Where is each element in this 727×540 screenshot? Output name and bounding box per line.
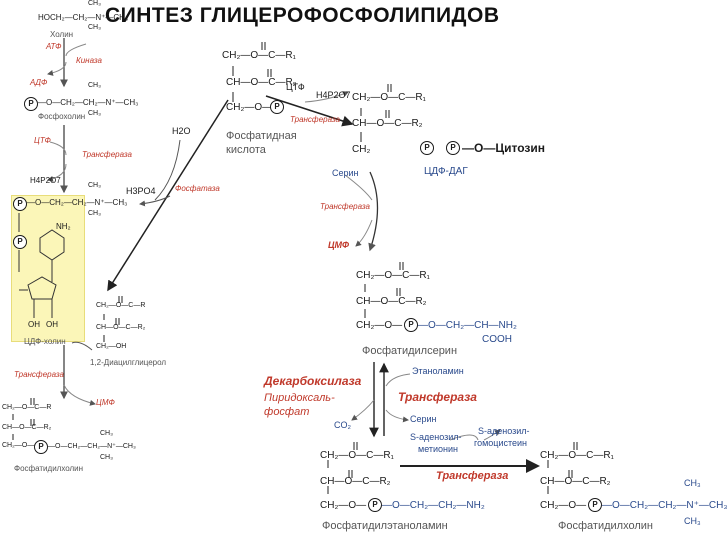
choline-ch3-top: CH₃ xyxy=(88,0,101,7)
phosphate-icon: P xyxy=(404,318,418,332)
serine-bottom: Серин xyxy=(410,414,437,424)
choline-formula: HOCH₂—CH₂—N⁺—CH₃ xyxy=(38,13,129,22)
dag-label: 1,2-Диацилглицерол xyxy=(90,358,167,367)
cdp-r2: CH—O—C—R₂ xyxy=(352,118,423,129)
pyridoxal-label-2: фосфат xyxy=(264,406,310,418)
pa-r1: CH₂—O—C—R₁ xyxy=(222,50,296,61)
pe-label: Фосфатидилэтаноламин xyxy=(322,520,448,532)
dag-r2: CH—O—C—R₂ xyxy=(96,324,146,331)
h2o-label: H2O xyxy=(172,126,191,136)
cdp-choline-highlight xyxy=(11,195,85,342)
pc-r2: CH—O—C—R₂ xyxy=(540,476,611,487)
ps-tail: —O—CH₂—CH—NH₂ xyxy=(418,320,517,331)
pe-r1: CH₂—O—C—R₁ xyxy=(320,450,394,461)
ps-label: Фосфатидилсерин xyxy=(362,345,458,357)
pc-left-r2: CH—O—C—R₂ xyxy=(2,424,52,431)
pc-ch3-top: CH₃ xyxy=(684,478,701,488)
cytosine-label: —O—Цитозин xyxy=(462,141,545,155)
atp-label: АТФ xyxy=(46,42,62,51)
cdp-choline-ch3-top: CH₃ xyxy=(88,182,101,189)
transferase-ps: Трансфераза xyxy=(320,202,370,211)
ps-p: CH₂—O— xyxy=(356,320,403,331)
phosphate-icon: P xyxy=(420,141,434,155)
cmp-right: ЦМФ xyxy=(328,240,350,250)
transferase-cdp: Трансфераза xyxy=(290,115,340,124)
cdp-choline-ch3-bottom: CH₃ xyxy=(88,210,101,217)
kinase-label: Киназа xyxy=(76,56,102,65)
phosphate-icon: P xyxy=(588,498,602,512)
pc-left-r1: CH₂—O—C—R xyxy=(2,404,52,411)
phosphate-icon: P xyxy=(24,97,38,111)
pa-label-1: Фосфатидная xyxy=(226,130,297,142)
serine-top: Серин xyxy=(332,168,359,178)
transferase-left-2: Трансфераза xyxy=(14,370,64,379)
pa-ctp: ЦТФ xyxy=(286,82,305,92)
dag-r: CH₂—O—C—R xyxy=(96,302,146,309)
pyridoxal-label-1: Пиридоксаль- xyxy=(264,392,335,404)
phosphocholine-ch3-bottom: CH₃ xyxy=(88,110,101,117)
pe-r2: CH—O—C—R₂ xyxy=(320,476,391,487)
phosphate-icon: P xyxy=(13,197,27,211)
phosphate-icon: P xyxy=(368,498,382,512)
pc-p: CH₂—O— xyxy=(540,500,587,511)
pc-left-tail: —O—CH₂—CH₂—N⁺—CH₃ xyxy=(48,443,136,450)
pc-left-p: CH₂—O— xyxy=(2,442,35,449)
ctp-left-label: ЦТФ xyxy=(34,136,51,145)
sah-label-1: S-аденозил- xyxy=(478,426,530,436)
pc-left-ch3-top: CH₃ xyxy=(100,430,113,437)
phosphate-icon: P xyxy=(446,141,460,155)
pc-r1: CH₂—O—C—R₁ xyxy=(540,450,614,461)
ribose-oh-2: OH xyxy=(46,320,58,329)
cmp-left-label: ЦМФ xyxy=(96,398,115,407)
ethanolamine-label: Этаноламин xyxy=(412,366,464,376)
cdp-choline-label: ЦДФ-холин xyxy=(24,337,66,346)
pc-ch3-bottom: CH₃ xyxy=(684,516,701,526)
sah-label-2: гомоцистеин xyxy=(474,438,527,448)
phosphocholine-ch3-top: CH₃ xyxy=(88,82,101,89)
ps-r1: CH₂—O—C—R₁ xyxy=(356,270,430,281)
phosphatase-label: Фосфатаза xyxy=(175,184,220,193)
sam-label-2: метионин xyxy=(418,444,459,454)
transferase-pe-ps: Трансфераза xyxy=(398,390,477,404)
pa-p: CH₂—O— xyxy=(226,102,273,113)
cdp-r1: CH₂—O—C—R₁ xyxy=(352,92,426,103)
cytosine-nh2: NH₂ xyxy=(56,222,71,231)
h4p2o7-right: H4P2O7 xyxy=(316,90,351,100)
phosphate-icon: P xyxy=(270,100,284,114)
cdp-dag-label: ЦДФ-ДАГ xyxy=(424,166,468,177)
h4p2o7-left: H4P2O7 xyxy=(30,176,61,185)
choline-label: Холин xyxy=(50,30,74,39)
ribose-oh-1: OH xyxy=(28,320,40,329)
pc-tail: —O—CH₂—CH₂—N⁺—CH₃ xyxy=(602,500,727,511)
pe-p: CH₂—O— xyxy=(320,500,367,511)
page-title: СИНТЕЗ ГЛИЦЕРОФОСФОЛИПИДОВ xyxy=(105,4,500,27)
sam-label-1: S-аденозил- xyxy=(410,432,462,442)
pe-tail: —O—CH₂—CH₂—NH₂ xyxy=(382,500,485,511)
phosphate-icon: P xyxy=(34,440,48,454)
cdp-choline-formula: —O—CH₂—CH₂—N⁺—CH₃ xyxy=(27,198,128,207)
adp-label: АДФ xyxy=(30,78,48,87)
co2-label: CO₂ xyxy=(334,420,351,430)
phosphocholine-formula: —O—CH₂—CH₂—N⁺—CH₃ xyxy=(38,98,139,107)
phosphatidylcholine-left-label: Фосфатидилхолин xyxy=(14,464,84,473)
ps-r2: CH—O—C—R₂ xyxy=(356,296,427,307)
choline-ch3-bottom: CH₃ xyxy=(88,24,101,31)
h3po4-label: H3PO4 xyxy=(126,186,156,196)
transferase-left-1: Трансфераза xyxy=(82,150,132,159)
phosphate-icon: P xyxy=(13,235,27,249)
transferase-pe-pc: Трансфераза xyxy=(436,470,509,482)
pc-left-ch3-bottom: CH₃ xyxy=(100,454,113,461)
decarboxylase-label: Декарбоксилаза xyxy=(264,374,362,388)
dag-oh: CH₂—OH xyxy=(96,343,127,350)
ps-cooh: COOH xyxy=(482,334,512,345)
cdp-p: CH₂ xyxy=(352,144,371,155)
pa-r2: CH—O—C—R₂ xyxy=(226,77,297,88)
phosphocholine-label: Фосфохолин xyxy=(38,112,86,121)
pc-label: Фосфатидилхолин xyxy=(558,520,653,532)
pa-label-2: кислота xyxy=(226,144,266,156)
